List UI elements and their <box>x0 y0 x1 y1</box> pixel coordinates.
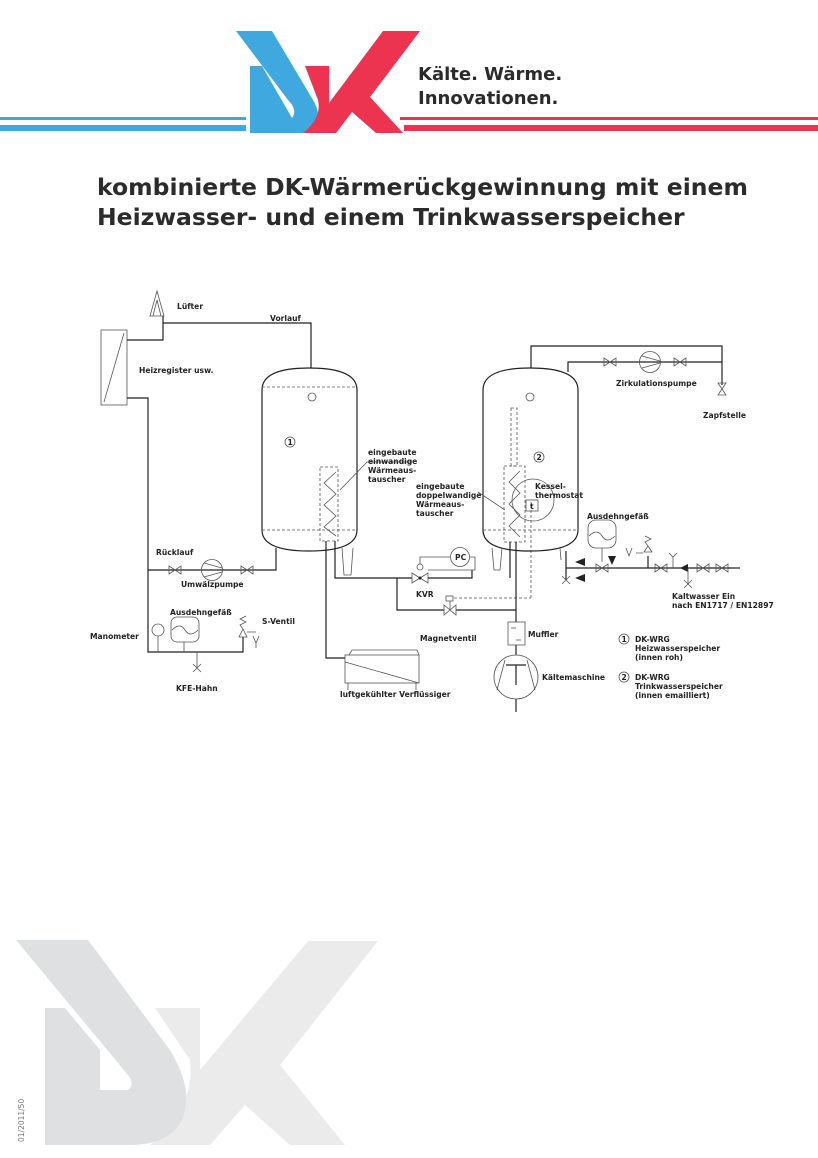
svg-text:eingebaute: eingebaute <box>416 482 465 491</box>
thermometer-icon <box>307 392 317 402</box>
pc-icon <box>450 547 470 567</box>
schematic-diagram: 1 PC 2 t <box>90 289 774 712</box>
blue-stripe-thick <box>0 125 246 131</box>
label-kaeltemaschine: Kältemaschine <box>542 673 605 682</box>
valve-icon <box>696 563 710 573</box>
s-ventil-icon <box>238 615 260 648</box>
thermostat-symbol: t <box>530 502 534 511</box>
logo-letter-k <box>303 31 420 133</box>
legend-item-1: 1 DK-WRG Heizwasserspeicher (innen roh) <box>618 633 720 662</box>
ausdehngefaess-icon <box>170 616 200 643</box>
check-valve-icon <box>680 564 688 572</box>
manometer-icon <box>151 623 165 637</box>
thermometer-icon <box>525 392 535 402</box>
valve-icon <box>673 357 687 367</box>
svg-text:Kessel-: Kessel- <box>535 482 566 491</box>
kfe-hahn-icon <box>192 652 202 673</box>
tank-1 <box>261 367 358 552</box>
heizregister-symbol <box>100 329 128 406</box>
zirkulationspumpe-icon <box>639 351 661 373</box>
valve-icon <box>240 565 254 575</box>
svg-text:thermostat: thermostat <box>535 491 583 500</box>
muffler-icon <box>507 621 526 646</box>
tank-1-number: 1 <box>288 438 293 447</box>
svg-text:Trinkwasserspeicher: Trinkwasserspeicher <box>635 682 723 691</box>
label-muffler: Muffler <box>528 630 559 639</box>
label-verfluessiger: luftgekühlter Verflüssiger <box>340 690 451 699</box>
svg-text:tauscher: tauscher <box>368 475 406 484</box>
document-code: 01/2011/50 <box>17 1099 26 1142</box>
kvr-valve-icon <box>411 563 429 584</box>
test-port-icon <box>668 552 678 568</box>
label-kesselthermostat: Kessel- thermostat <box>535 482 583 500</box>
tank-1-marker <box>284 436 296 448</box>
verfluessiger-icon <box>344 649 420 690</box>
tagline-line1: Kälte. Wärme. <box>418 64 562 85</box>
svg-text:(innen emailliert): (innen emailliert) <box>635 691 710 700</box>
legend-item-2: 2 DK-WRG Trinkwasserspeicher (innen emai… <box>618 671 723 700</box>
label-hx2: eingebaute doppelwandige Wärmeaus- tausc… <box>416 482 481 518</box>
svg-text:nach EN1717 / EN12897: nach EN1717 / EN12897 <box>672 601 774 610</box>
page-title-line1: kombinierte DK-Wärmerückgewinnung mit ei… <box>97 173 748 201</box>
label-s-ventil: S-Ventil <box>262 617 295 626</box>
label-ausdehngefaess-left: Ausdehngefäß <box>170 608 232 617</box>
header-logo: Kälte. Wärme. Innovationen. <box>0 31 818 133</box>
valve-icon <box>168 565 182 575</box>
luefter-icon <box>149 289 165 317</box>
svg-text:Wärmeaus-: Wärmeaus- <box>368 466 416 475</box>
label-zapfstelle: Zapfstelle <box>703 411 746 420</box>
label-kvr: KVR <box>416 590 434 599</box>
label-kfe-hahn: KFE-Hahn <box>176 684 218 693</box>
blue-stripe-thin <box>0 117 246 120</box>
label-zirkulationspumpe: Zirkulationspumpe <box>616 379 697 388</box>
zapfstelle-icon <box>717 382 727 396</box>
svg-text:Heizwasserspeicher: Heizwasserspeicher <box>635 644 720 653</box>
valve-icon <box>603 357 617 367</box>
label-vorlauf: Vorlauf <box>270 314 302 323</box>
label-ruecklauf: Rücklauf <box>156 548 194 557</box>
label-magnetventil: Magnetventil <box>420 634 477 643</box>
svg-text:DK-WRG: DK-WRG <box>635 635 670 644</box>
safety-valve-icon <box>625 535 653 558</box>
pc-label: PC <box>455 553 467 562</box>
label-heizregister: Heizregister usw. <box>139 366 214 375</box>
svg-text:(innen roh): (innen roh) <box>635 653 683 662</box>
tank-2-marker <box>533 451 545 463</box>
svg-text:Wärmeaus-: Wärmeaus- <box>416 500 464 509</box>
svg-text:2: 2 <box>622 673 627 682</box>
valve-icon <box>715 563 729 573</box>
label-umwaelzpumpe: Umwälzpumpe <box>181 580 244 589</box>
label-manometer: Manometer <box>90 632 139 641</box>
red-stripe-thin <box>400 117 818 120</box>
label-ausdehngefaess-right: Ausdehngefäß <box>587 512 649 521</box>
svg-text:doppelwandige: doppelwandige <box>416 491 481 500</box>
magnetventil-icon <box>443 595 457 616</box>
three-way-valve-icon <box>595 563 609 573</box>
tank-2-number: 2 <box>537 453 542 462</box>
label-luefter: Lüfter <box>177 302 203 311</box>
svg-text:eingebaute: eingebaute <box>368 448 417 457</box>
label-kaltwasser: Kaltwasser Ein nach EN1717 / EN12897 <box>672 592 774 610</box>
svg-text:DK-WRG: DK-WRG <box>635 673 670 682</box>
svg-text:tauscher: tauscher <box>416 509 454 518</box>
svg-text:Kaltwasser Ein: Kaltwasser Ein <box>672 592 735 601</box>
ausdehngefaess-right-icon <box>587 519 617 562</box>
tank-2 <box>482 367 579 552</box>
page-title-line2: Heizwasser- und einem Trinkwasserspeiche… <box>97 203 685 231</box>
svg-text:1: 1 <box>622 635 627 644</box>
label-hx1: eingebaute einwandige Wärmeaus- tauscher <box>368 448 417 484</box>
tagline-line2: Innovationen. <box>418 88 558 109</box>
logo-letter-d <box>236 31 319 133</box>
umwaelzpumpe-icon <box>201 559 223 581</box>
dk-watermark-logo <box>16 940 378 1145</box>
red-stripe-thick <box>404 125 818 131</box>
heat-exchanger-2 <box>503 465 526 543</box>
kaeltemaschine-icon <box>493 654 539 700</box>
kesselthermostat-icon <box>525 499 539 512</box>
svg-text:einwandige: einwandige <box>368 457 417 466</box>
flow-arrow-icons <box>575 556 616 582</box>
heat-exchanger-1 <box>319 466 339 542</box>
valve-icon <box>654 563 668 573</box>
